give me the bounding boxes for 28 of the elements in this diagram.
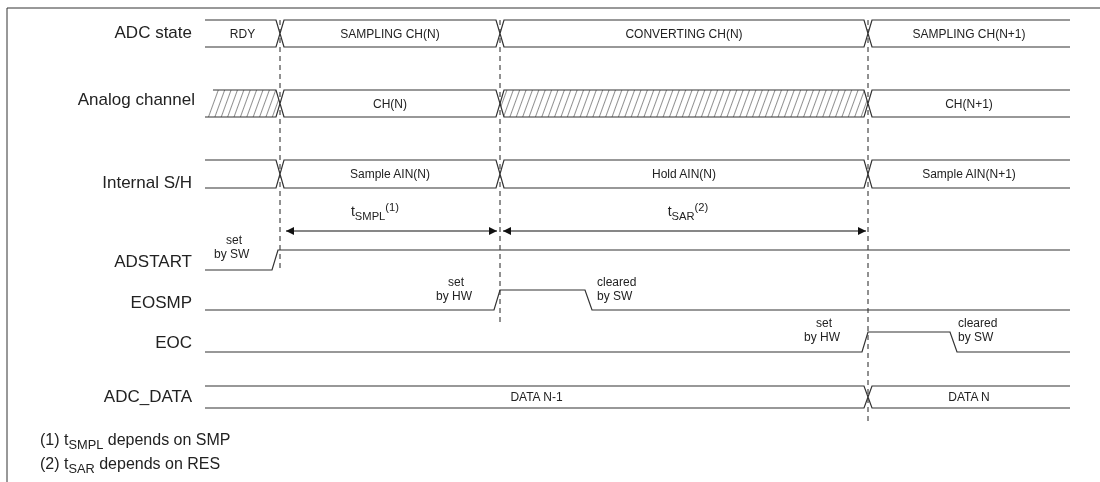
- signal-name: ADSTART: [114, 252, 192, 272]
- footnote: (1) t$_{SMPL}$ depends on SMP: [40, 431, 231, 453]
- signal-name: Analog channel: [77, 90, 195, 110]
- signal-name: EOC: [155, 333, 192, 353]
- bus-segment: DATA N-1: [205, 386, 868, 408]
- bus-segment: SAMPLING CH(N): [280, 20, 500, 47]
- annotation: set by HW: [436, 276, 473, 304]
- annotation: cleared by SW: [958, 317, 999, 345]
- signal-name: EOSMP: [130, 293, 192, 313]
- annotation: set by SW: [214, 234, 251, 262]
- signal-name: ADC state: [114, 23, 192, 43]
- bus-segment: Sample AIN(N): [280, 160, 500, 188]
- bus-segment: [205, 160, 280, 188]
- bus-segment: Sample AIN(N+1): [868, 160, 1070, 188]
- footnote: (2) t$_{SAR}$ depends on RES: [40, 455, 221, 477]
- bus-segment: CH(N+1): [868, 90, 1070, 117]
- annotation: set by HW: [804, 317, 841, 345]
- bus-segment: CONVERTING CH(N): [500, 20, 868, 47]
- bus-segment: Hold AIN(N): [500, 160, 868, 188]
- signal-name: ADC_DATA: [103, 387, 192, 407]
- bus-segment: CH(N): [280, 90, 500, 117]
- hatched-bus-segment: [500, 90, 868, 117]
- hatched-bus-segment: [205, 90, 280, 117]
- bus-segment: SAMPLING CH(N+1): [868, 20, 1070, 47]
- bus-segment: DATA N: [868, 386, 1070, 408]
- bus-segment: RDY: [205, 20, 280, 47]
- annotation: cleared by SW: [597, 276, 638, 304]
- signal-name: Internal S/H: [102, 173, 192, 193]
